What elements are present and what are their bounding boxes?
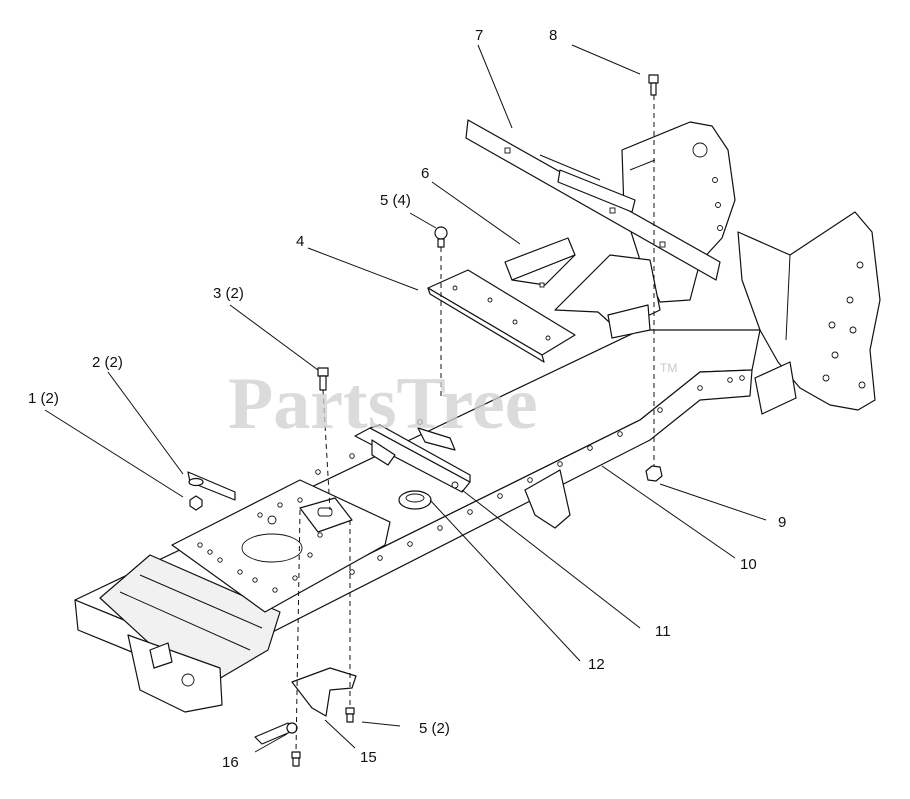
screw-5-top <box>434 226 448 248</box>
watermark: PartsTree TM <box>228 361 677 445</box>
angle-bar-7 <box>465 119 721 281</box>
bolt-8 <box>648 74 659 96</box>
nut-9 <box>645 465 663 482</box>
rear-plate-holes <box>712 177 866 389</box>
bracket-6 <box>504 237 576 288</box>
callout-16: 16 <box>222 754 239 771</box>
callout-labels: 1 (2) 2 (2) 3 (2) 4 5 (4) 5 (2) 6 7 8 9 … <box>28 27 786 771</box>
callout-2: 2 (2) <box>92 354 123 371</box>
clip-16 <box>254 722 298 745</box>
support-plate-4 <box>427 254 661 363</box>
callout-7: 7 <box>475 27 483 44</box>
callout-10: 10 <box>740 556 757 573</box>
bracket-15 <box>291 667 357 717</box>
callout-12: 12 <box>588 656 605 673</box>
callout-1: 1 (2) <box>28 390 59 407</box>
callout-9: 9 <box>778 514 786 531</box>
callout-5-bottom: 5 (2) <box>419 720 450 737</box>
fasteners <box>188 74 663 767</box>
rear-frame-plates <box>621 121 881 415</box>
callout-6: 6 <box>421 165 429 182</box>
callout-15: 15 <box>360 749 377 766</box>
pivot-bar <box>299 424 471 533</box>
screw-5-bottom <box>291 707 355 767</box>
washer-nut-1-2 <box>188 477 204 511</box>
callout-11: 11 <box>655 623 671 640</box>
leader-lines <box>44 44 767 753</box>
watermark-tm: TM <box>660 361 677 375</box>
watermark-text: PartsTree <box>228 363 538 445</box>
callout-3: 3 (2) <box>213 285 244 302</box>
assembly-lines <box>295 95 655 753</box>
callout-5-top: 5 (4) <box>380 192 411 209</box>
callout-8: 8 <box>549 27 557 44</box>
callout-4: 4 <box>296 233 304 250</box>
